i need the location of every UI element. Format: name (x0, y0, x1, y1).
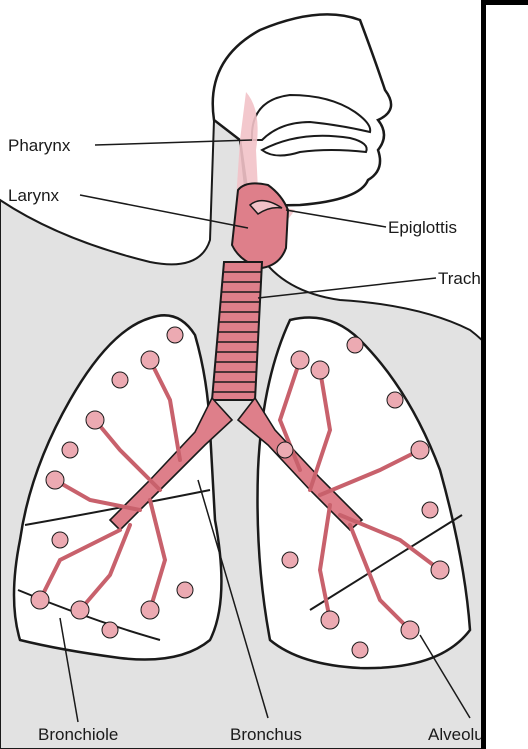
epiglottis-leader (286, 210, 386, 227)
bronchus-label: Bronchus (230, 725, 302, 745)
occluding-panel (481, 0, 528, 749)
bronchiole-label: Bronchiole (38, 725, 118, 745)
larynx-label: Larynx (8, 186, 59, 206)
larynx-shape (232, 183, 288, 268)
epiglottis-label: Epiglottis (388, 218, 457, 238)
pharynx-label: Pharynx (8, 136, 70, 156)
